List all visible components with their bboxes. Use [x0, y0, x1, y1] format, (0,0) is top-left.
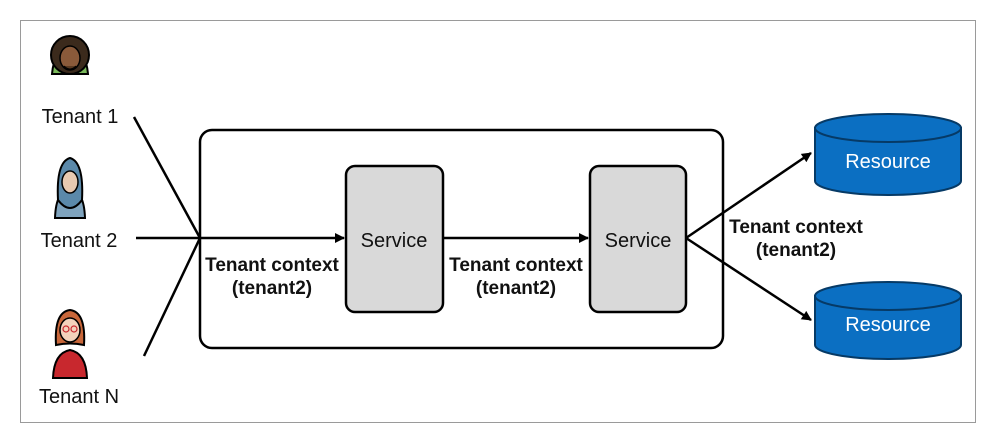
service-2-label: Service [604, 230, 672, 252]
arrow-to-resource-1 [685, 151, 812, 240]
tenant-context-label-3: Tenant context (tenant2) [729, 216, 863, 262]
tenant-context-label-1: Tenant context (tenant2) [205, 254, 339, 300]
tenant-n-line [142, 237, 202, 357]
service-2-box [588, 164, 688, 314]
service-1-label: Service [360, 230, 428, 252]
arrow-to-resource-2 [685, 236, 812, 322]
tenant-context-label-3-line2: (tenant2) [755, 240, 837, 261]
tenant-2-label: Tenant 2 [40, 230, 118, 252]
tenant-n-label: Tenant N [38, 386, 120, 408]
tenant-1-avatar-icon [50, 35, 90, 75]
resource-1-cylinder [814, 113, 962, 196]
tenant-context-label-2-line2: (tenant2) [475, 278, 557, 299]
tenant-1-line [132, 116, 202, 239]
diagram-frame [20, 20, 976, 423]
resource-2-label: Resource [845, 314, 931, 336]
service-1-box [344, 164, 445, 314]
tenant-1-label: Tenant 1 [41, 106, 119, 128]
tenant-n-avatar-icon [51, 308, 89, 379]
tenant-context-label-2-line1: Tenant context [449, 255, 583, 276]
resource-1-label: Resource [845, 151, 931, 173]
resource-2-cylinder [814, 281, 962, 360]
tenant-context-label-2: Tenant context (tenant2) [449, 254, 583, 300]
tenant-context-label-1-line2: (tenant2) [231, 278, 313, 299]
tenant-context-label-1-line1: Tenant context [205, 255, 339, 276]
tenant-context-label-3-line1: Tenant context [729, 217, 863, 238]
tenant-2-avatar-icon [53, 156, 87, 219]
